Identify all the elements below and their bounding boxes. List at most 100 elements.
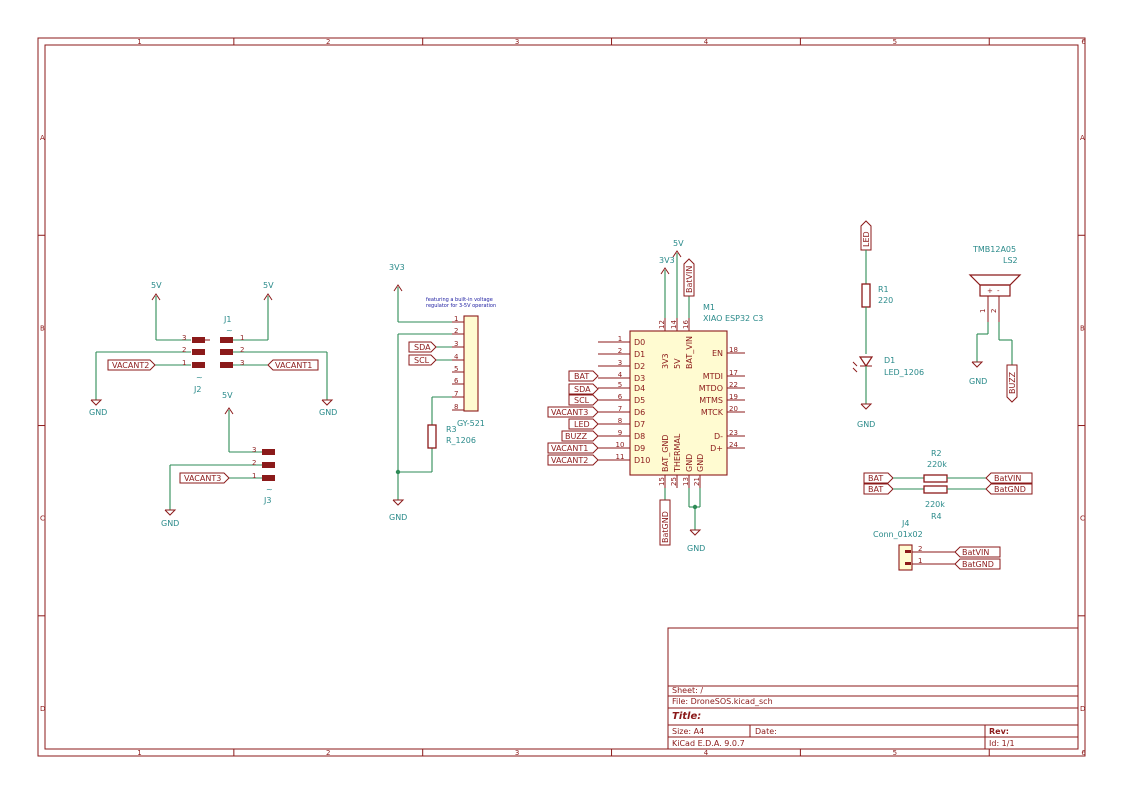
- svg-text:BUZZ: BUZZ: [565, 432, 588, 441]
- svg-text:R_1206: R_1206: [446, 436, 476, 445]
- m1-left-pin-num: 10: [616, 441, 625, 449]
- svg-text:R4: R4: [931, 512, 942, 521]
- m1-right-pin-name: MTDI: [703, 372, 723, 381]
- m1-bottom-pin-name: GND: [696, 454, 705, 472]
- svg-text:BatGND: BatGND: [962, 560, 994, 569]
- row-label-right: A: [1080, 134, 1085, 142]
- m1-right-pin-num: 24: [729, 441, 738, 449]
- svg-text:BAT: BAT: [868, 474, 883, 483]
- svg-text:2: 2: [252, 459, 256, 467]
- col-label-bottom: 3: [515, 749, 519, 757]
- connector-j1[interactable]: 3 2 1 1 2 3 J1 ~ ~ J2: [95, 296, 328, 400]
- m1-left-pin-num: 8: [618, 417, 622, 425]
- led-chain[interactable]: LED GND R1 220 D1 LED_1206: [852, 220, 924, 429]
- row-label-right: C: [1080, 515, 1085, 523]
- m1-left-pin-num: 2: [618, 347, 622, 355]
- row-label-right: B: [1080, 324, 1085, 332]
- gnd-right-j1: GND: [319, 399, 337, 417]
- col-label-bottom: 1: [137, 749, 141, 757]
- gy521-ref: GY-521: [457, 419, 485, 428]
- svg-text:5V: 5V: [673, 239, 684, 248]
- m1-net-labels: BAT SDA SCL VACANT3 LED BUZZ VACANT1 VAC…: [547, 370, 599, 466]
- svg-text:Conn_01x02: Conn_01x02: [873, 530, 923, 539]
- d1-ref: D1: [884, 356, 895, 365]
- m1-bottom-pin-num: 21: [693, 477, 701, 486]
- svg-text:1: 1: [918, 557, 922, 565]
- col-label-bottom: 5: [893, 749, 897, 757]
- svg-text:GND: GND: [161, 519, 179, 528]
- svg-text:3: 3: [252, 446, 256, 454]
- r1-value: 220: [878, 296, 893, 305]
- m1-left-pin-num: 7: [618, 405, 622, 413]
- title-block: Sheet: / File: DroneSOS.kicad_sch Title:…: [667, 627, 1079, 750]
- tb-tool: KiCad E.D.A. 9.0.7: [672, 739, 745, 748]
- resistors-r2-r4[interactable]: R2 220k BAT BAT BatVIN BatGND 220k R4: [863, 449, 1033, 521]
- svg-text:LED: LED: [862, 231, 871, 247]
- j2-ref: J2: [193, 385, 201, 394]
- svg-text:6: 6: [454, 377, 459, 385]
- svg-text:GND: GND: [319, 408, 337, 417]
- svg-text:SCL: SCL: [414, 356, 430, 365]
- col-label-top: 3: [515, 38, 519, 46]
- power-5v-left: 5V: [151, 281, 162, 301]
- buzzer-ls2[interactable]: TMB12A05 LS2 + - 1 2 GND BUZZ: [968, 245, 1022, 403]
- svg-text:GND: GND: [389, 513, 407, 522]
- svg-text:J4: J4: [901, 519, 909, 528]
- svg-text:VACANT2: VACANT2: [551, 456, 588, 465]
- m1-left-pin-name: D9: [634, 444, 645, 453]
- resistor-r3[interactable]: R3 R_1206: [427, 424, 476, 449]
- j3-value: ~: [266, 485, 273, 494]
- m1-left-pin-name: D1: [634, 350, 645, 359]
- j3-ref: J3: [263, 496, 271, 505]
- m1-left-pin-name: D8: [634, 432, 645, 441]
- col-label-bottom: 4: [704, 749, 709, 757]
- m1-bottom-pin-name: THERMAL: [673, 433, 682, 473]
- m1-right-pin-num: 20: [729, 405, 738, 413]
- svg-text:BUZZ: BUZZ: [1008, 371, 1017, 394]
- svg-text:BAT: BAT: [574, 372, 589, 381]
- svg-text:BAT: BAT: [868, 485, 883, 494]
- m1-right-pin-name: D-: [714, 432, 723, 441]
- svg-text:+: +: [987, 287, 993, 295]
- connector-j4[interactable]: J4 Conn_01x02 2 1 BatVIN BatGND: [873, 519, 1001, 571]
- net-label-vacant1: VACANT1: [267, 359, 319, 371]
- svg-text:SDA: SDA: [414, 343, 431, 352]
- net-label-vacant2: VACANT2: [107, 359, 156, 371]
- ls2-value: TMB12A05: [972, 245, 1016, 254]
- svg-text:220k: 220k: [925, 500, 945, 509]
- m1-top-pin-name: BAT_VIN: [685, 336, 694, 369]
- m1-left-pin-num: 3: [618, 359, 622, 367]
- svg-text:VACANT1: VACANT1: [275, 361, 312, 370]
- svg-text:SDA: SDA: [574, 385, 591, 394]
- svg-text:3V3: 3V3: [389, 263, 405, 272]
- col-label-top: 4: [704, 38, 709, 46]
- module-gy521[interactable]: 3V3 1 2 3 4 5 6 7 8 GY-521 featuring a b…: [389, 263, 496, 522]
- svg-text:2: 2: [990, 309, 998, 313]
- svg-text:BatVIN: BatVIN: [994, 474, 1021, 483]
- svg-text:GND: GND: [857, 420, 875, 429]
- svg-text:8: 8: [454, 403, 458, 411]
- svg-text:SCL: SCL: [574, 396, 590, 405]
- gy521-note: featuring a built-in voltage regulator f…: [426, 297, 496, 309]
- tb-sheet: Sheet: /: [672, 686, 703, 695]
- m1-right-pin-name: MTDO: [699, 384, 723, 393]
- m1-top-pin-name: 3V3: [661, 353, 670, 369]
- svg-text:7: 7: [454, 390, 458, 398]
- svg-text:2: 2: [918, 545, 922, 553]
- m1-right-pin-num: 22: [729, 381, 738, 389]
- m1-left-pin-name: D6: [634, 408, 645, 417]
- m1-value: XIAO ESP32 C3: [703, 314, 763, 323]
- svg-text:3: 3: [454, 340, 458, 348]
- j2-pin-3: 3: [182, 334, 186, 342]
- r1-ref: R1: [878, 285, 889, 294]
- svg-text:1: 1: [979, 309, 987, 313]
- m1-left-pin-num: 5: [618, 381, 622, 389]
- connector-j3[interactable]: 5V 3 2 1 ~ J3 GND VACANT3: [161, 391, 275, 528]
- m1-ref: M1: [703, 303, 715, 312]
- m1-left-pin-name: D7: [634, 420, 645, 429]
- m1-right-pin-name: MTMS: [699, 396, 723, 405]
- col-label-top: 2: [326, 38, 330, 46]
- svg-text:1: 1: [454, 315, 458, 323]
